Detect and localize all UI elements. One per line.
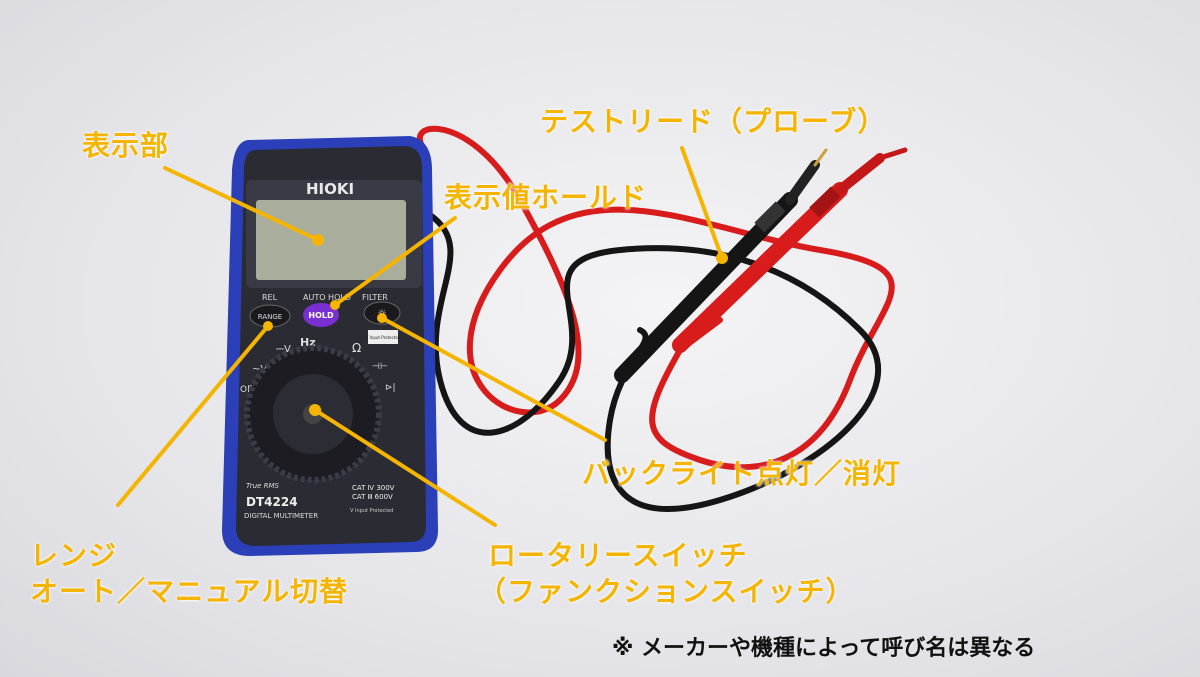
dial-cap: ⊣⊢ [372, 362, 388, 372]
cat-line2: CAT Ⅲ 600V [352, 493, 393, 501]
brand-logo: HIOKI [306, 180, 354, 198]
label-leads: テストリード（プローブ） [540, 105, 887, 138]
dial-dcv: ⎓V [276, 344, 291, 355]
true-rms-label: True RMS [246, 482, 279, 490]
red-cable [416, 125, 895, 471]
callout-lines [116, 146, 724, 527]
protected-badge-text: V Input Protected [366, 335, 401, 340]
callout-display [163, 166, 320, 242]
label-rotary-line2: （ファンクションスイッチ） [478, 575, 855, 608]
protected-badge [368, 330, 398, 344]
label-rotary-line1: ロータリースイッチ [488, 539, 748, 572]
black-probe [614, 148, 828, 383]
protected-footer: V Input Protected [350, 508, 393, 514]
callout-backlight [380, 316, 607, 442]
label-backlight: バックライト点灯／消灯 [582, 457, 902, 490]
filter-label: FILTER [362, 293, 388, 302]
range-button[interactable]: RANGE [249, 304, 291, 328]
hold-button[interactable]: HOLD [303, 303, 339, 327]
callout-leads [680, 146, 724, 260]
lcd-screen [256, 200, 406, 280]
dial-off: OFF [240, 385, 257, 395]
red-probe [672, 147, 908, 353]
label-display: 表示部 [82, 129, 170, 162]
callout-dots [263, 234, 728, 416]
label-range-line2: オート／マニュアル切替 [30, 575, 349, 608]
footnote: ※ メーカーや機種によって呼び名は異なる [612, 636, 1036, 661]
dial-diode: ⊳| [385, 383, 396, 393]
model-label: DT4224 [246, 495, 298, 509]
label-hold: 表示値ホールド [444, 181, 648, 214]
cat-line1: CAT Ⅳ 300V [352, 484, 395, 492]
auto-hold-label: AUTO HOLD [303, 293, 351, 302]
hold-button-label: HOLD [308, 311, 334, 320]
rel-label: REL [262, 293, 278, 302]
subtitle-label: DIGITAL MULTIMETER [244, 512, 318, 520]
range-button-label: RANGE [258, 313, 282, 321]
label-rotary: ロータリースイッチ （ファンクションスイッチ） [478, 538, 854, 610]
dial-ohm: Ω [352, 341, 361, 355]
multimeter: HIOKI REL AUTO HOLD FILTER RANGE HOLD ☼ … [222, 136, 438, 556]
callout-rotary [313, 408, 497, 527]
callout-hold [333, 216, 457, 307]
callout-range [116, 324, 270, 507]
label-range: レンジ オート／マニュアル切替 [30, 538, 348, 610]
label-range-line1: レンジ [30, 539, 118, 572]
dial-acv: ~V [252, 364, 267, 375]
